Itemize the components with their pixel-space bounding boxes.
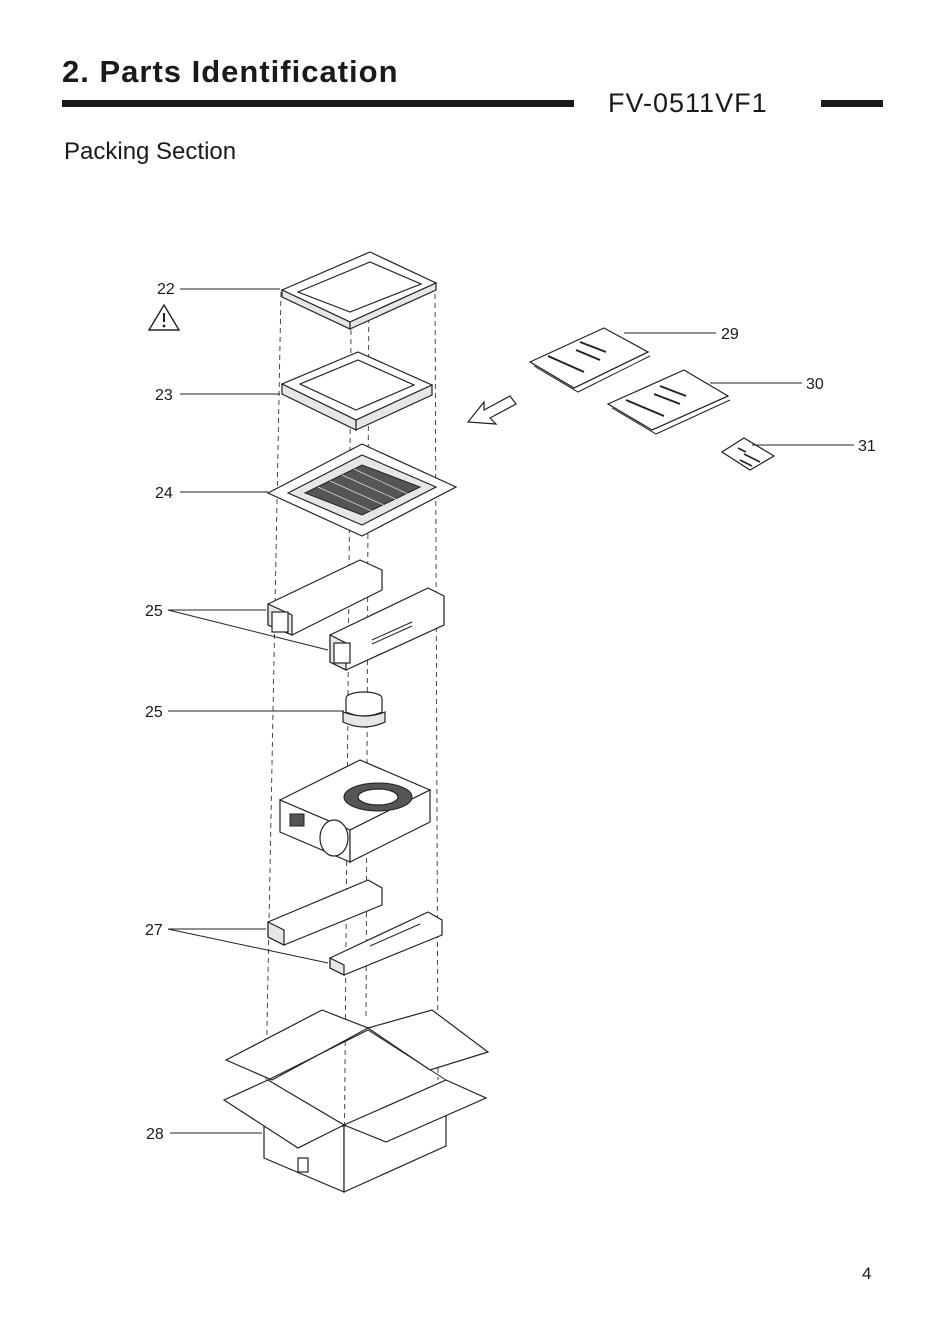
callout-24: 24 (155, 485, 173, 502)
part-24-grille (266, 443, 458, 537)
fan-housing (278, 759, 432, 863)
callout-30: 30 (806, 376, 824, 393)
part-31-sheet (720, 437, 776, 471)
page-number: 4 (862, 1264, 872, 1283)
part-23-plate (280, 351, 434, 431)
callout-29: 29 (721, 326, 739, 343)
model-number: FV-0511VF1 (608, 88, 768, 118)
part-25-duct-adapter (342, 691, 386, 728)
header-rule-right (821, 100, 883, 107)
part-25-side-blocks (267, 559, 445, 671)
part-22-frame (280, 251, 438, 330)
insert-arrow-icon (466, 395, 517, 425)
warning-icon (147, 303, 181, 331)
callout-25-adapter: 25 (145, 704, 163, 721)
callout-23: 23 (155, 387, 173, 404)
part-27-bottom-blocks (267, 879, 443, 976)
callout-28: 28 (146, 1126, 164, 1143)
page-title: 2. Parts Identification (62, 54, 399, 89)
part-28-carton (222, 1009, 490, 1193)
part-29-manual (528, 327, 651, 393)
part-30-manual (606, 369, 731, 435)
callout-labels: 22 23 24 25 25 27 28 29 30 31 (145, 281, 876, 1143)
leader-lines (167, 288, 854, 1134)
header-rule-left (62, 100, 574, 107)
callout-22: 22 (157, 281, 175, 298)
callout-31: 31 (858, 438, 876, 455)
callout-25-blocks: 25 (145, 603, 163, 620)
section-title: Packing Section (64, 138, 237, 165)
callout-27: 27 (145, 922, 163, 939)
